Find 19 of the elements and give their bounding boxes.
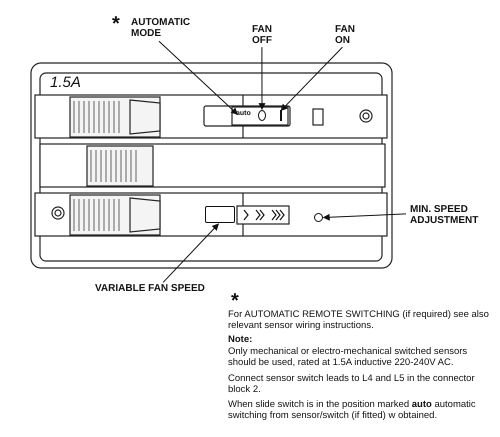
note-text: Connect sensor switch leads to L4 and L5 in the connector block 2. [228,373,476,395]
note-heading: Note: [228,334,254,345]
note-text: For AUTOMATIC REMOTE SWITCHING (if required) see also relevant sensor wiring instructions. [228,309,490,331]
rating-label: 1.5A [50,75,81,90]
callout-label: MIN. SPEED ADJUSTMENT [410,204,490,226]
slider-knob [205,206,235,223]
leader-line [158,40,238,115]
asterisk-mark: * [112,14,120,34]
callout-label: FAN ON [335,24,365,46]
note-text: Only mechanical or electro-mechanical switched sensors should be used, rated at 1.5A inductive 220-240V AC. [228,346,468,368]
leader-line [280,46,343,112]
leader-line [322,213,406,221]
callout-label: AUTOMATIC MODE [131,17,201,39]
note-text: When slide switch is in the position marked auto automatic switching from sensor/switch (if fitted) w obtained. [228,399,477,421]
callout-label: FAN OFF [252,24,282,46]
asterisk-mark: * [231,291,239,311]
leader-line [162,223,219,283]
callout-label: VARIABLE FAN SPEED [95,283,205,294]
leader-line [258,46,266,110]
